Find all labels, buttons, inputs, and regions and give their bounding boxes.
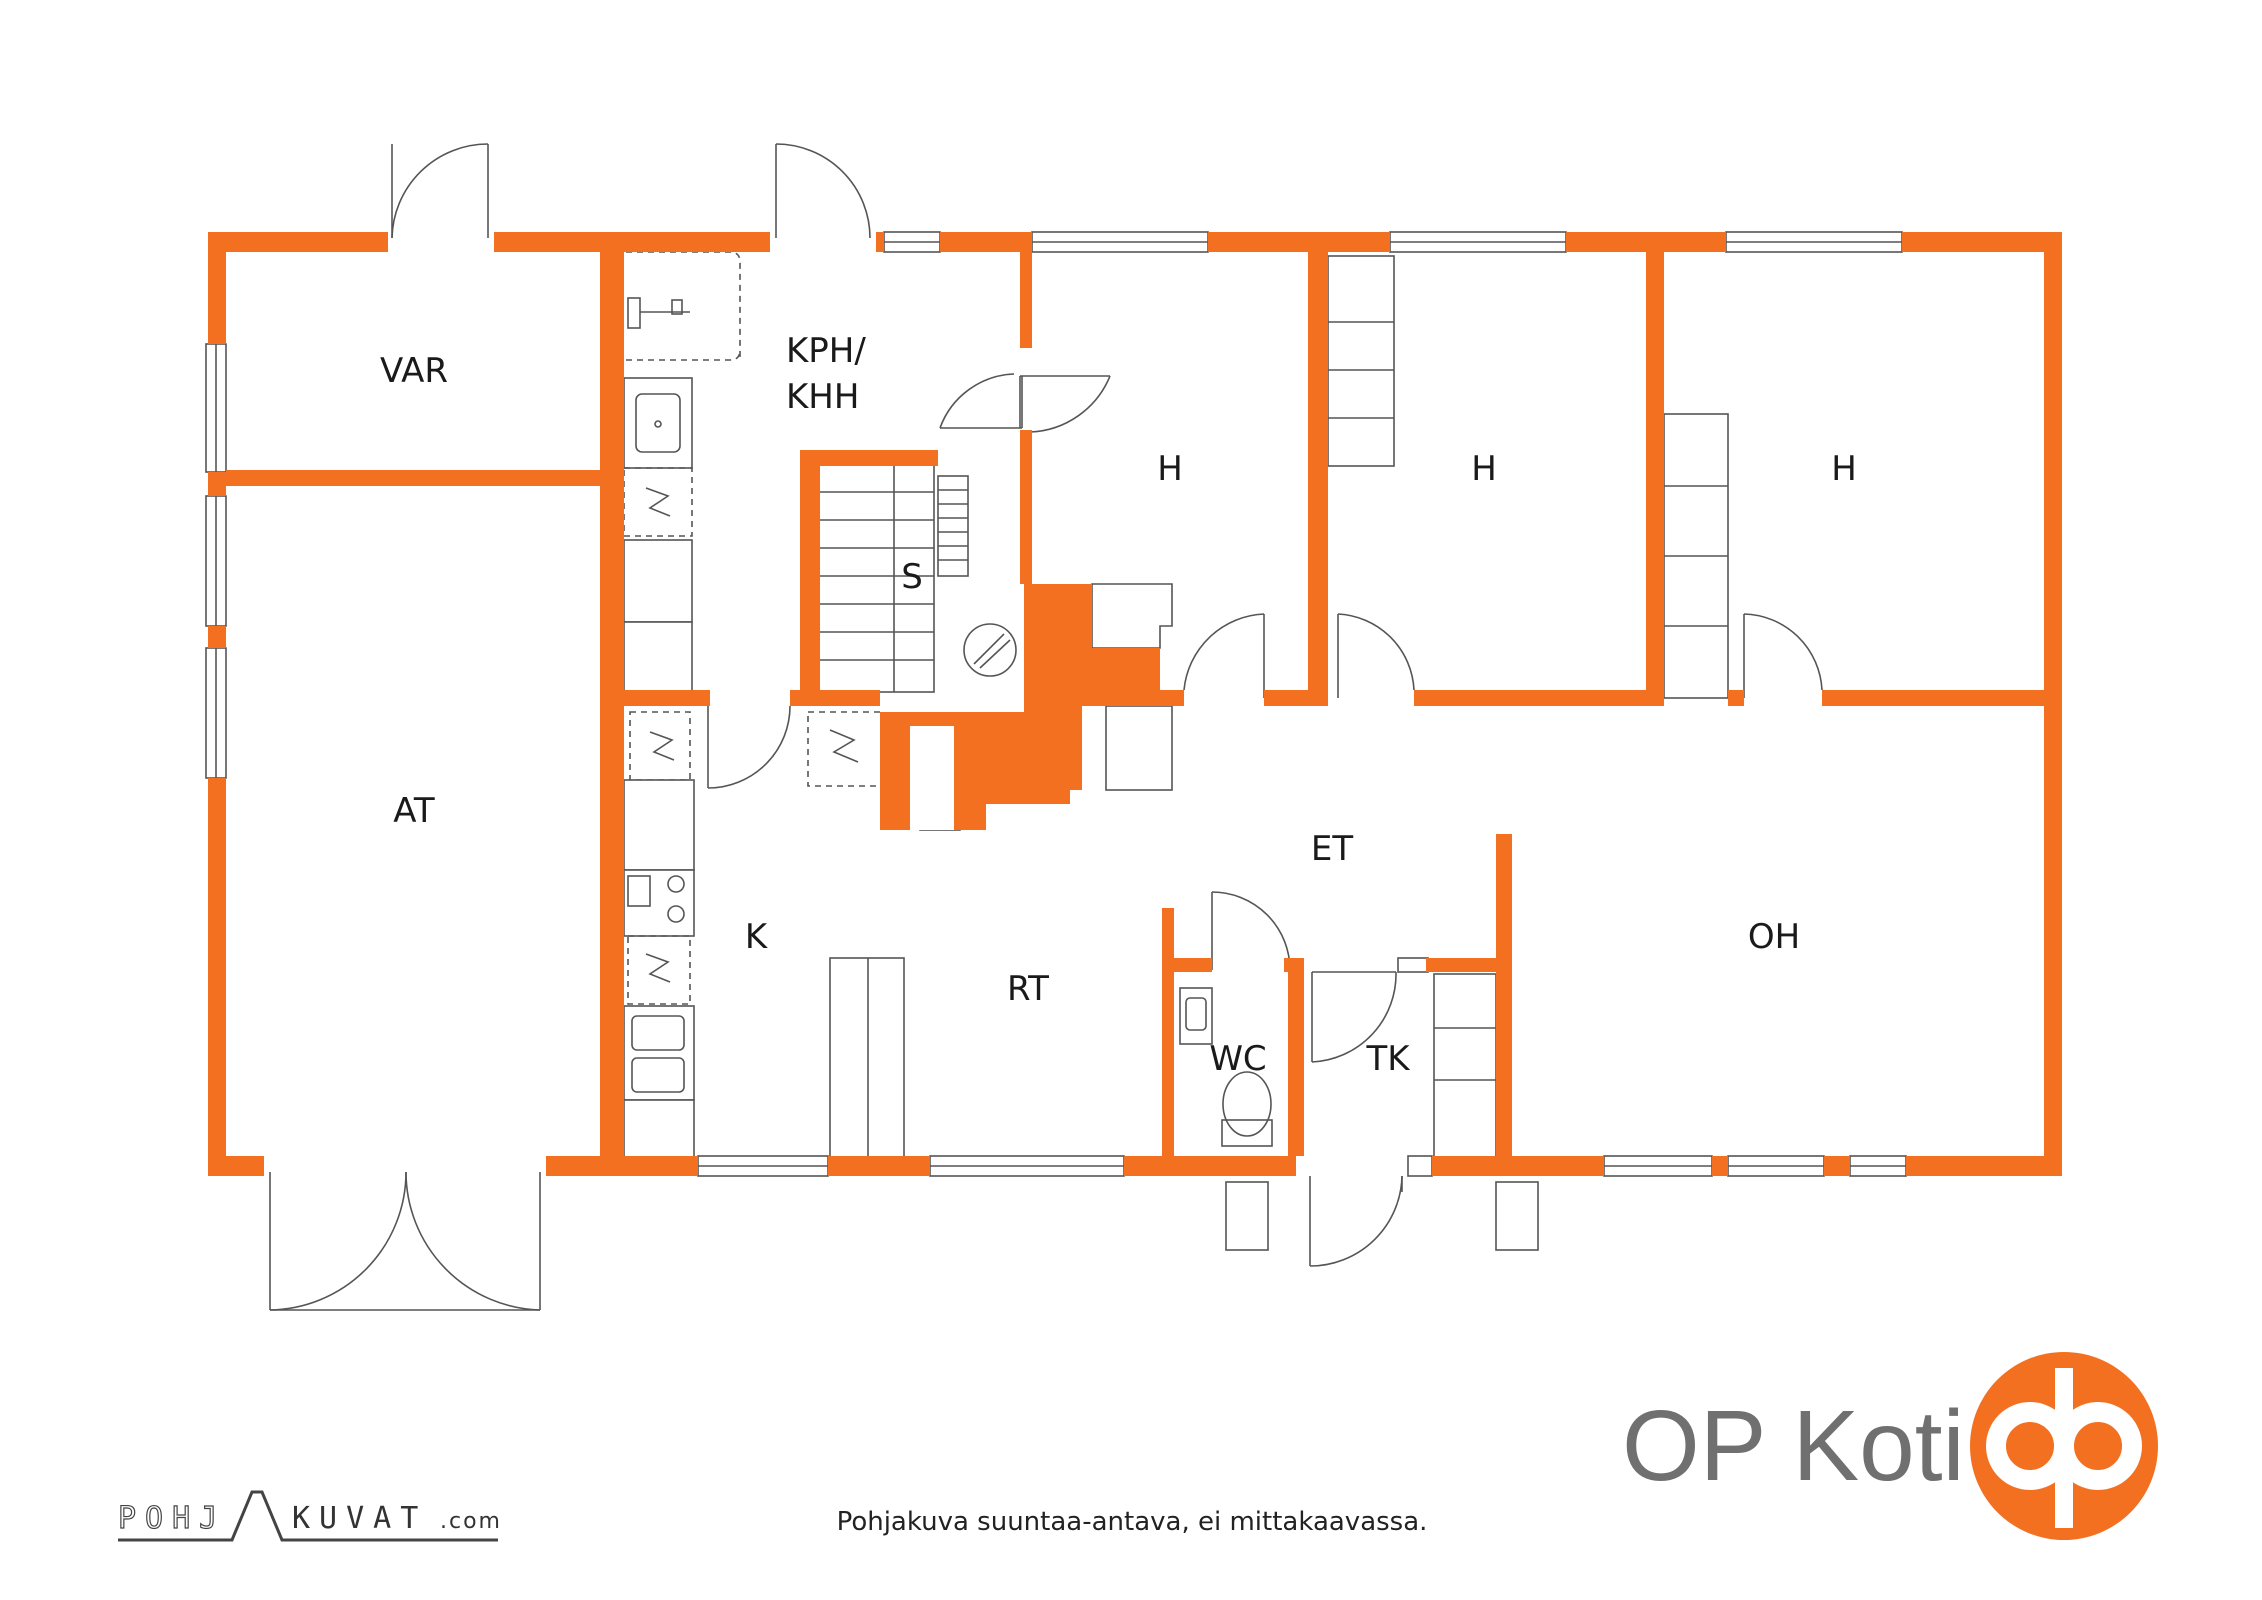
op-logo-icon [1970, 1352, 2158, 1540]
room-label-kph-line2: KHH [786, 377, 859, 417]
pohjakuvat-logo: POHJ KUVAT .com [117, 1490, 502, 1542]
op-koti-brand: OP Koti [1622, 1352, 2158, 1540]
room-label-h3: H [1831, 449, 1857, 489]
walls [208, 232, 2062, 1176]
room-label-tk: TK [1365, 1039, 1411, 1079]
room-label-var: VAR [380, 351, 448, 391]
room-label-rt: RT [1007, 969, 1049, 1009]
brand-name: OP Koti [1622, 1390, 1965, 1502]
room-label-et: ET [1311, 829, 1353, 869]
fixtures [205, 231, 1907, 1251]
room-label-h2: H [1471, 449, 1497, 489]
pohjakuvat-part1: POHJ [118, 1501, 226, 1536]
room-labels: VAR AT KPH/ KHH S H H H K RT ET OH WC TK [380, 331, 1857, 1079]
room-label-k: K [745, 917, 769, 957]
room-label-s: S [901, 557, 923, 597]
room-label-at: AT [393, 791, 435, 831]
doors [269, 143, 1823, 1311]
pohjakuvat-part2: KUVAT [292, 1501, 427, 1536]
disclaimer: Pohjakuva suuntaa-antava, ei mittakaavas… [837, 1507, 1428, 1537]
room-label-wc: WC [1209, 1039, 1266, 1079]
room-label-kph-line1: KPH/ [786, 331, 866, 371]
room-label-h1: H [1157, 449, 1183, 489]
room-label-oh: OH [1748, 917, 1800, 957]
pohjakuvat-suffix: .com [440, 1509, 502, 1534]
